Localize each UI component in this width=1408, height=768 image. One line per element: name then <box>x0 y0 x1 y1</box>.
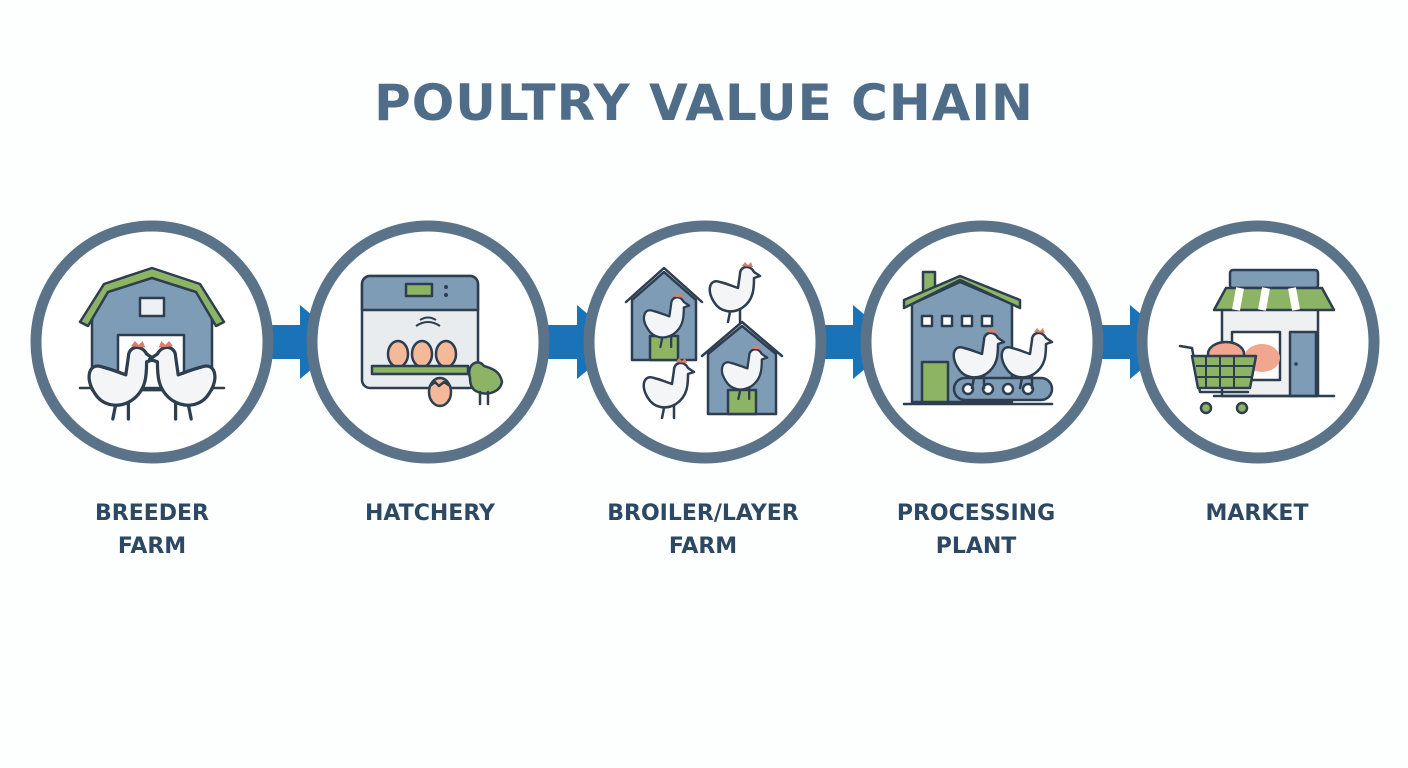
step-ring <box>583 220 827 464</box>
label-breeder-farm-line1: BREEDER <box>95 501 209 526</box>
label-broiler-layer-farm-line2: FARM <box>669 534 737 559</box>
arrow-4 <box>1090 305 1174 379</box>
diagram-title: POULTRY VALUE CHAIN <box>374 74 1034 132</box>
arrow-2 <box>537 305 621 379</box>
arrow-3 <box>813 305 897 379</box>
step-hatchery <box>306 220 550 464</box>
incubator-eggs-chick-icon <box>360 274 504 408</box>
label-hatchery: HATCHERY <box>365 501 496 526</box>
barn-with-hens-icon <box>78 266 226 421</box>
label-market: MARKET <box>1206 501 1309 526</box>
step-processing-plant <box>860 220 1104 464</box>
factory-conveyor-icon <box>902 270 1054 406</box>
label-processing-plant-line2: PLANT <box>936 534 1017 559</box>
step-broiler-layer-farm <box>583 220 827 464</box>
label-broiler-layer-farm-line1: BROILER/LAYER <box>607 501 799 526</box>
step-breeder-farm <box>30 220 274 464</box>
arrow-1 <box>260 305 344 379</box>
step-labels: BREEDER FARM HATCHERY BROILER/LAYER FARM… <box>95 501 1308 559</box>
flow-arrows <box>260 305 1174 379</box>
label-processing-plant-line1: PROCESSING <box>897 501 1055 526</box>
step-market <box>1136 220 1380 464</box>
chicken-coops-icon <box>624 260 784 420</box>
label-breeder-farm-line2: FARM <box>118 534 186 559</box>
store-cart-icon <box>1178 268 1336 415</box>
